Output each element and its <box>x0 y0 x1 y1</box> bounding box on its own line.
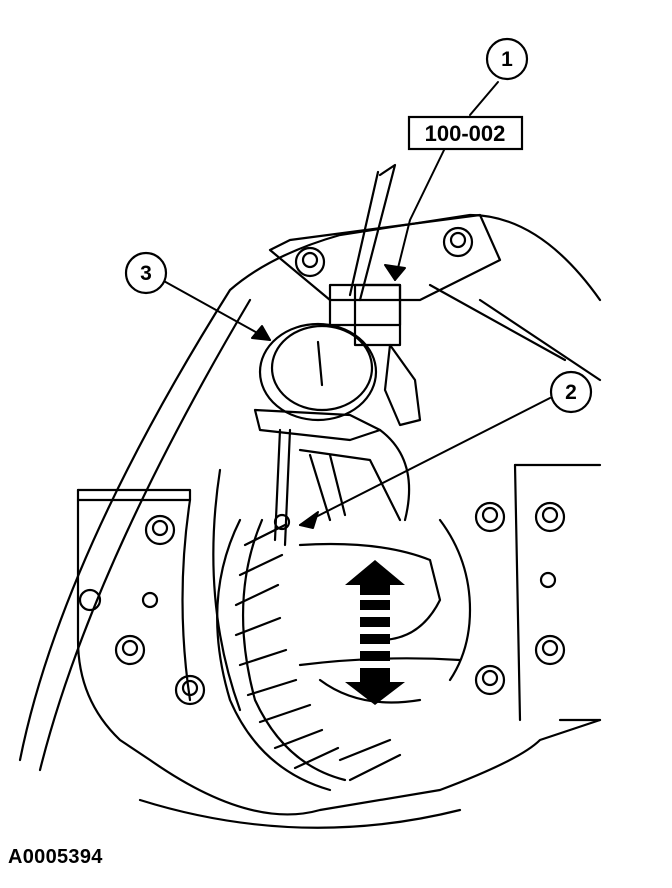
dial-indicator-icon <box>253 322 382 547</box>
callout-1: 1 <box>485 37 529 81</box>
double-arrow-icon <box>345 560 405 705</box>
callout-2-circle <box>549 370 593 414</box>
tool-number-box: 100-002 <box>407 115 524 151</box>
tool-number-label: 100-002 <box>425 121 506 146</box>
tool-number-frame <box>407 115 524 151</box>
callout-1-label: 1 <box>501 48 513 71</box>
callout-3-circle <box>124 251 168 295</box>
axle-housing <box>18 213 602 829</box>
ring-gear <box>212 448 402 792</box>
callout-1-circle <box>485 37 529 81</box>
figure-id: A0005394 <box>8 846 103 868</box>
leader-lines <box>161 81 551 529</box>
callout-3-label: 3 <box>140 262 152 285</box>
holder-bracket <box>268 163 502 522</box>
callout-2-label: 2 <box>565 381 577 404</box>
callout-3: 3 <box>124 251 168 295</box>
bolt-icon <box>78 226 566 706</box>
callout-2: 2 <box>549 370 593 414</box>
carrier-case <box>298 518 472 782</box>
